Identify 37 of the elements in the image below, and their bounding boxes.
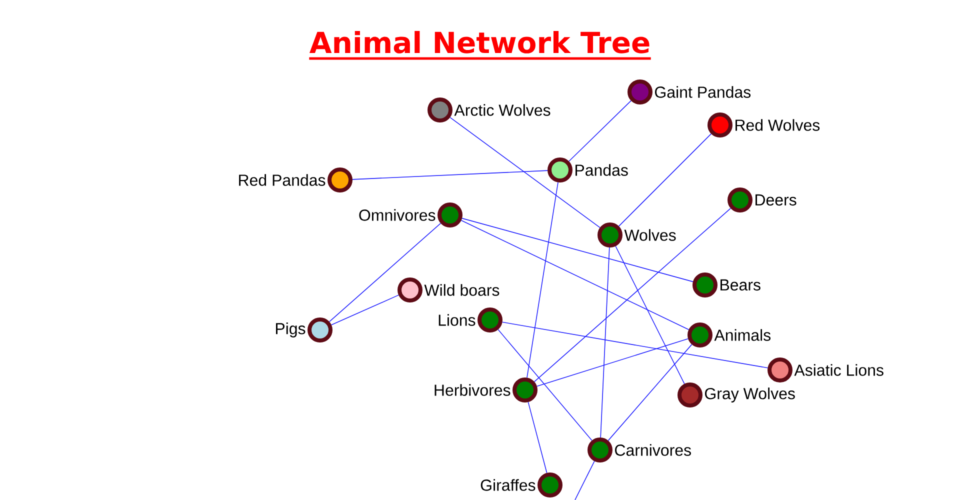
node-label: Animals [714, 329, 771, 341]
connector-line [526, 182, 558, 378]
connector-line [331, 294, 399, 326]
connector-line [450, 117, 600, 228]
node-label: Gaint Pandas [655, 86, 751, 98]
connector-line [502, 322, 768, 368]
node-label: Giraffes [480, 479, 536, 491]
connector-line [460, 220, 690, 330]
node-label: Pigs [276, 322, 306, 338]
title: Animal Network Tree [309, 30, 651, 60]
connector-line [568, 100, 632, 162]
node-label: Wolves [624, 229, 676, 241]
node-label: Red Pandas [239, 174, 326, 186]
connector-line [534, 208, 732, 382]
connector-line [462, 218, 694, 282]
node-label: Carnivores [615, 444, 691, 456]
connector-line [536, 338, 688, 387]
node-label: Wild boars [424, 284, 500, 296]
node-label: Pandas [576, 164, 628, 176]
connector-line [574, 460, 595, 500]
connector-line [528, 402, 548, 474]
node-label: Gray Wolves [705, 388, 795, 402]
node-label: Herbivores [434, 384, 510, 396]
connector-line [352, 170, 548, 180]
node-label: Lions [438, 314, 476, 326]
node-label: Bears [720, 279, 760, 291]
connector-line [618, 133, 712, 227]
connector-line [608, 344, 692, 441]
node-label: Asiatic Lions [794, 364, 884, 376]
connector-line [600, 247, 610, 438]
node-label: Arctic Wolves [454, 104, 550, 116]
connector-line [328, 222, 442, 322]
connector-line [498, 329, 592, 441]
connector-line [615, 246, 685, 384]
node-label: Deers [756, 194, 796, 206]
node-label: Red Wolves [736, 119, 820, 131]
node-label: Omnivores [359, 209, 436, 221]
